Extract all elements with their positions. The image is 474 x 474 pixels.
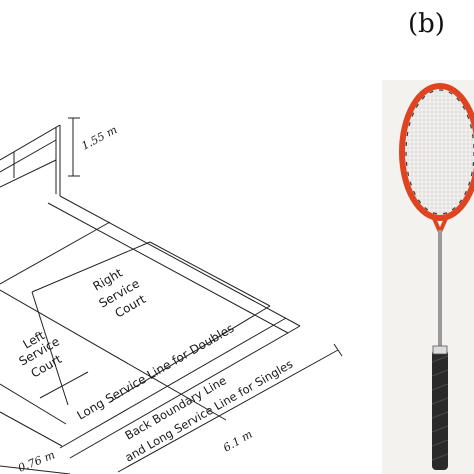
right-court-inner (149, 241, 271, 307)
panel-label: (b) (408, 9, 445, 39)
racket-photo (382, 80, 474, 474)
net-mid (0, 139, 57, 173)
center-service-line (0, 289, 227, 421)
right-court-bottom (109, 305, 271, 403)
width-dim-end-top (333, 343, 343, 357)
width-dimension-line (117, 349, 339, 473)
width-dimension-label: 6.1 m (221, 428, 255, 455)
court-long-service-singles (59, 317, 287, 449)
left-service-court-label: Left Service Court (17, 328, 65, 381)
net-bottom (0, 159, 57, 188)
court-right-singles-line (47, 202, 289, 334)
center-line-divider (38, 290, 250, 410)
badminton-court-diagram (0, 117, 343, 474)
court-right-sideline (59, 195, 301, 327)
lower-sideline-2 (0, 411, 63, 447)
grip-wraps (431, 355, 449, 461)
racket-frame-inner (405, 89, 474, 215)
grip-collar (432, 345, 448, 355)
bottom-divider (39, 371, 89, 399)
side-dimension-line (0, 465, 71, 474)
racket-grip (432, 350, 448, 470)
short-service-line (0, 221, 111, 285)
mid-line (31, 241, 151, 293)
net-top (0, 124, 61, 161)
racket-shaft (438, 230, 442, 350)
right-service-court-label: Right Service Court (91, 266, 149, 321)
lower-sideline (0, 383, 67, 425)
racket-frame (399, 83, 474, 221)
court-back-line (69, 325, 301, 459)
net-height-label: 1.55 m (79, 123, 119, 153)
